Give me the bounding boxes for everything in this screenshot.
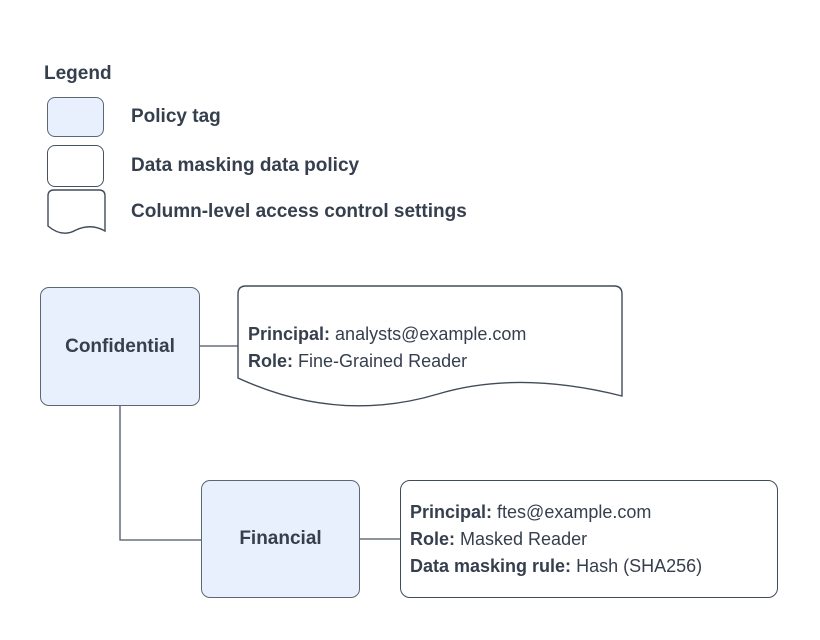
field-value: Fine-Grained Reader: [298, 351, 468, 371]
field-value: Hash (SHA256): [576, 555, 703, 576]
principal-line: Principal: ftes@example.com: [410, 499, 777, 526]
column-access-settings-shape: [237, 285, 623, 407]
policy-tag-node-financial: Financial: [201, 480, 360, 598]
role-line: Role: Fine-Grained Reader: [248, 348, 526, 375]
policy-tag-swatch: [47, 97, 104, 137]
policy-tag-label: Confidential: [65, 335, 175, 357]
policy-tag-label: Financial: [239, 528, 322, 549]
legend-item-policy-tag: Policy tag: [47, 97, 221, 137]
data-masking-rule-line: Data masking rule: Hash (SHA256): [410, 553, 777, 580]
principal-line: Principal: analysts@example.com: [248, 321, 526, 348]
legend-title: Legend: [44, 63, 112, 84]
financial-masking-policy-note: Principal: ftes@example.com Role: Masked…: [400, 480, 778, 598]
field-label: Principal:: [248, 324, 331, 344]
confidential-access-settings-text: Principal: analysts@example.com Role: Fi…: [248, 321, 526, 375]
field-value: ftes@example.com: [497, 501, 652, 522]
legend-item-column-access-settings: Column-level access control settings: [47, 189, 467, 235]
connector-confidential-to-financial: [119, 406, 201, 541]
legend-item-data-masking-policy: Data masking data policy: [47, 145, 359, 187]
field-value: Masked Reader: [460, 528, 588, 549]
legend-item-label: Column-level access control settings: [131, 201, 467, 222]
legend-item-label: Policy tag: [131, 106, 221, 127]
role-line: Role: Masked Reader: [410, 526, 777, 553]
policy-tag-node-confidential: Confidential: [40, 287, 200, 406]
column-access-settings-swatch: [47, 189, 106, 234]
legend-item-label: Data masking data policy: [131, 155, 360, 176]
field-label: Data masking rule:: [410, 555, 572, 576]
field-label: Role:: [410, 528, 455, 549]
data-masking-policy-swatch: [47, 145, 104, 187]
field-value: analysts@example.com: [335, 324, 527, 344]
field-label: Principal:: [410, 501, 493, 522]
field-label: Role:: [248, 351, 293, 371]
